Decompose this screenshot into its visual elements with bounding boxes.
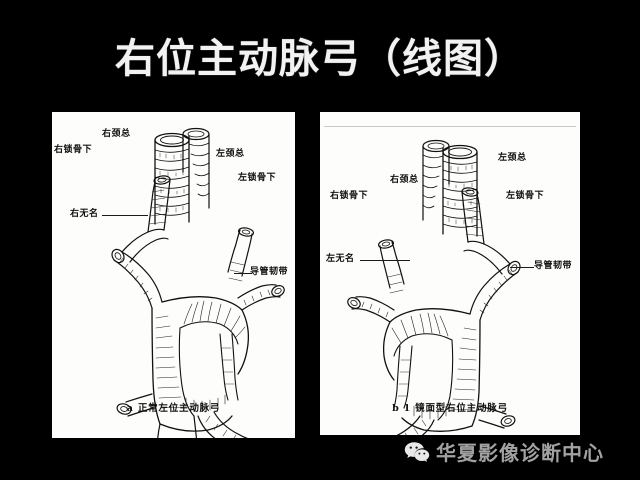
watermark: 华夏影像诊断中心	[404, 437, 604, 466]
watermark-text: 华夏影像诊断中心	[436, 441, 604, 465]
figure-panel-b: 右锁骨下 右颈总 左颈总 左锁骨下 左无名 导管韧带 b 1 镜面型右位主动脉弓	[320, 112, 580, 435]
label-ductus-ligament-a: 导管韧带	[250, 267, 289, 277]
label-right-common-carotid-b: 右颈总	[390, 175, 419, 185]
label-left-innominate-b: 左无名	[326, 254, 355, 264]
leader-left-innominate-b	[360, 260, 410, 261]
leader-right-innominate-a	[102, 215, 148, 216]
label-right-subclavian-b: 右锁骨下	[330, 191, 369, 201]
label-right-common-carotid-a: 右颈总	[102, 129, 131, 139]
leader-ductus-ligament-a	[234, 273, 252, 274]
label-left-common-carotid-b: 左颈总	[498, 153, 527, 163]
aortic-arch-diagram-a	[111, 127, 285, 438]
panel-top-rule	[324, 126, 576, 127]
aortic-arch-diagram-b	[347, 139, 521, 435]
wechat-icon	[404, 441, 430, 462]
label-left-subclavian-b: 左锁骨下	[506, 191, 545, 201]
figure-panel-a: 右锁骨下 右颈总 左颈总 左锁骨下 右无名 导管韧带 a 正常左位主动脉弓	[52, 112, 295, 438]
label-right-subclavian-a: 右锁骨下	[54, 145, 93, 155]
page-title: 右位主动脉弓（线图）	[115, 35, 525, 82]
label-ductus-ligament-b: 导管韧带	[534, 261, 573, 271]
figure-caption-a: a 正常左位主动脉弓	[126, 403, 221, 414]
leader-ductus-ligament-b	[510, 267, 534, 268]
label-right-innominate-a: 右无名	[70, 209, 99, 219]
label-left-common-carotid-a: 左颈总	[216, 149, 245, 159]
figure-caption-b: b 1 镜面型右位主动脉弓	[392, 403, 508, 414]
label-left-subclavian-a: 左锁骨下	[238, 173, 277, 183]
